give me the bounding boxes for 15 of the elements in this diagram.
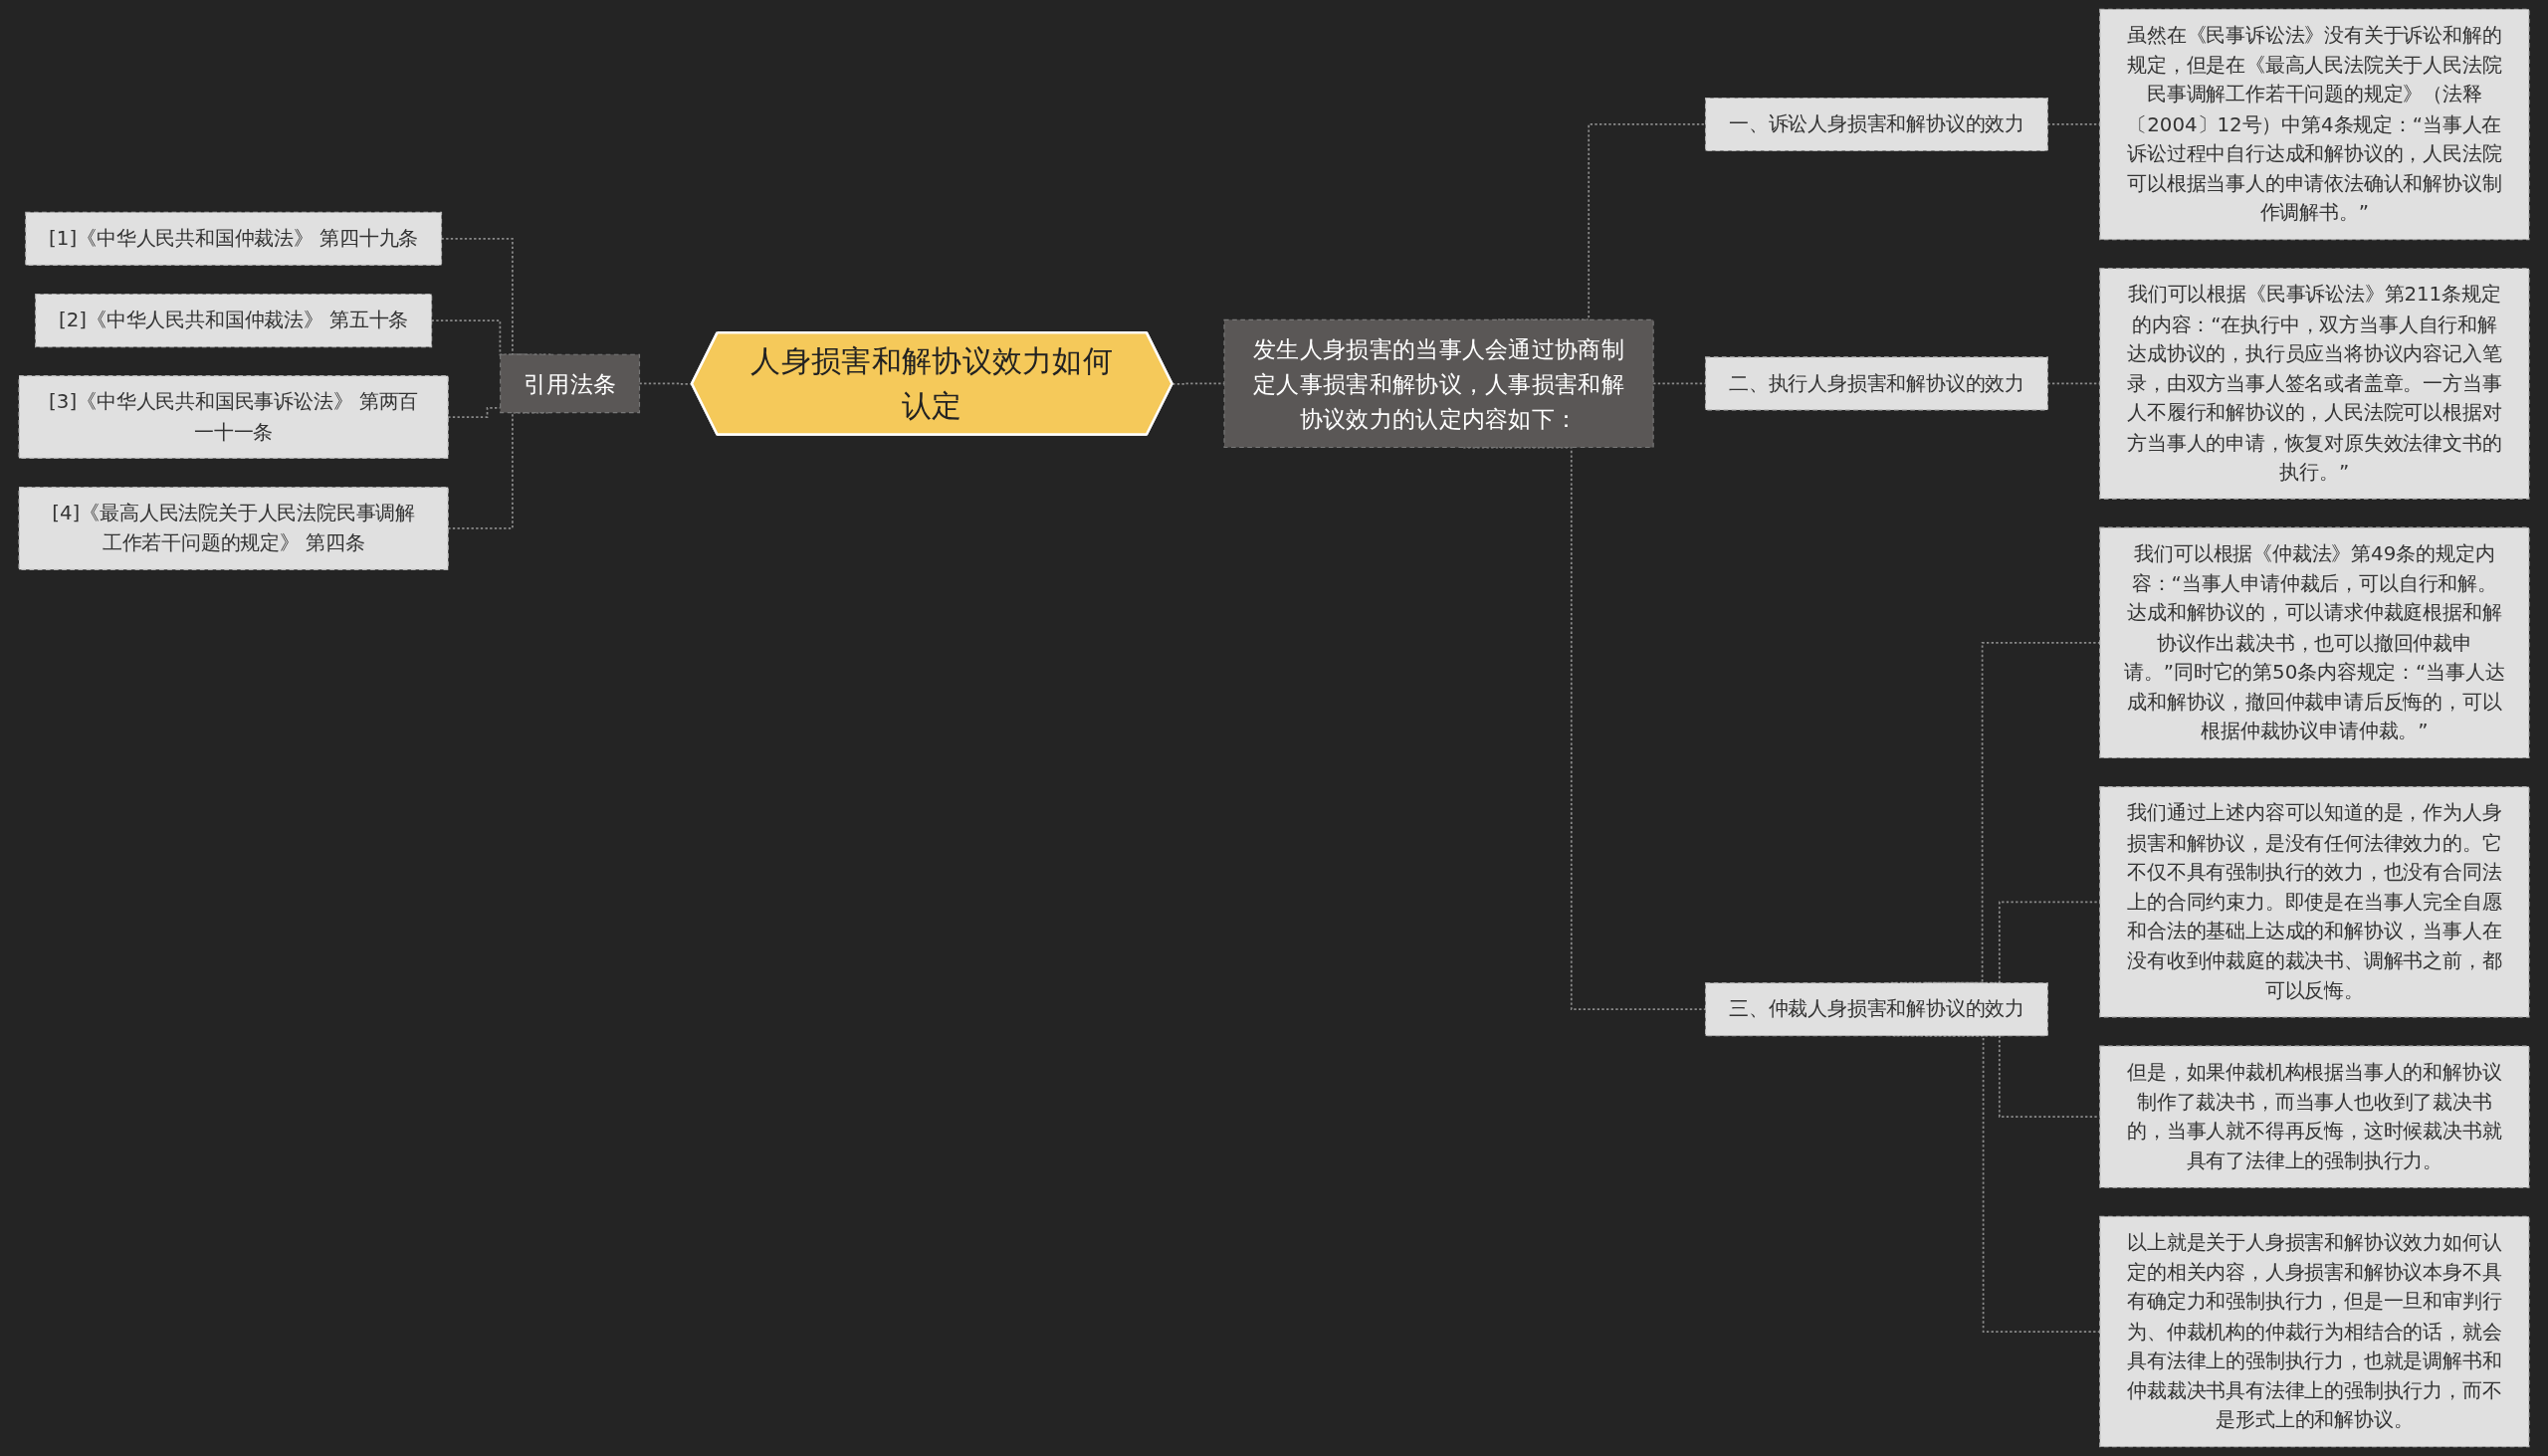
node-box: 二、执行人身损害和解协议的效力 (1705, 356, 2048, 411)
node-box: 一、诉讼人身损害和解协议的效力 (1705, 97, 2048, 152)
node-box: 以上就是关于人身损害和解协议效力如何认定的相关内容，人身损害和解协议本身不具有确定力和强制执行力，但是一旦和审判行为、仲裁机构的仲裁行为相结合的话，就会具有法律上的强制执行力，也就是调解书和仲裁裁决书具有法律上的强制执行力，而不是形式上的和解协议。 (2099, 1215, 2530, 1448)
node-box: 三、仲裁人身损害和解协议的效力 (1705, 982, 2048, 1037)
node-box: 虽然在《民事诉讼法》没有关于诉讼和解的规定，但是在《最高人民法院关于人民法院民事调解工作若干问题的规定》（法释〔2004〕12号）中第4条规定：“当事人在诉讼过程中自行达成和解协议的，人民法院可以根据当事人的申请依法确认和解协议制作调解书。” (2099, 8, 2530, 241)
node-box: [2]《中华人民共和国仲裁法》 第五十条 (35, 293, 433, 348)
node-box: 发生人身损害的当事人会通过协商制定人事损害和解协议，人事损害和解协议效力的认定内容如下： (1223, 318, 1654, 449)
node-box: 引用法条 (500, 353, 641, 414)
node-box: 我们可以根据《民事诉讼法》第211条规定的内容：“在执行中，双方当事人自行和解达成协议的，执行员应当将协议内容记入笔录，由双方当事人签名或者盖章。一方当事人不履行和解协议的，人民法院可以根据对方当事人的申请，恢复对原失效法律文书的执行。” (2099, 268, 2530, 500)
node-box: 我们通过上述内容可以知道的是，作为人身损害和解协议，是没有任何法律效力的。它不仅不具有强制执行的效力，也没有合同法上的合同约束力。即使是在当事人完全自愿和合法的基础上达成的和解协议，当事人在没有收到仲裁庭的裁决书、调解书之前，都可以反悔。 (2099, 786, 2530, 1018)
node-box: [3]《中华人民共和国民事诉讼法》 第两百一十一条 (18, 375, 449, 459)
node-box: 但是，如果仲裁机构根据当事人的和解协议制作了裁决书，而当事人也收到了裁决书的，当事人就不得再反悔，这时候裁决书就具有了法律上的强制执行力。 (2099, 1045, 2530, 1188)
node-box: 我们可以根据《仲裁法》第49条的规定内容：“当事人申请仲裁后，可以自行和解。达成和解协议的，可以请求仲裁庭根据和解协议作出裁决书，也可以撤回仲裁申请。”同时它的第50条内容规定：“当事人达成和解协议，撤回仲裁申请后反悔的，可以根据仲裁协议申请仲裁。” (2099, 526, 2530, 759)
node-box: [1]《中华人民共和国仲裁法》 第四十九条 (25, 211, 443, 266)
node-box: [4]《最高人民法院关于人民法院民事调解工作若干问题的规定》 第四条 (18, 486, 449, 570)
